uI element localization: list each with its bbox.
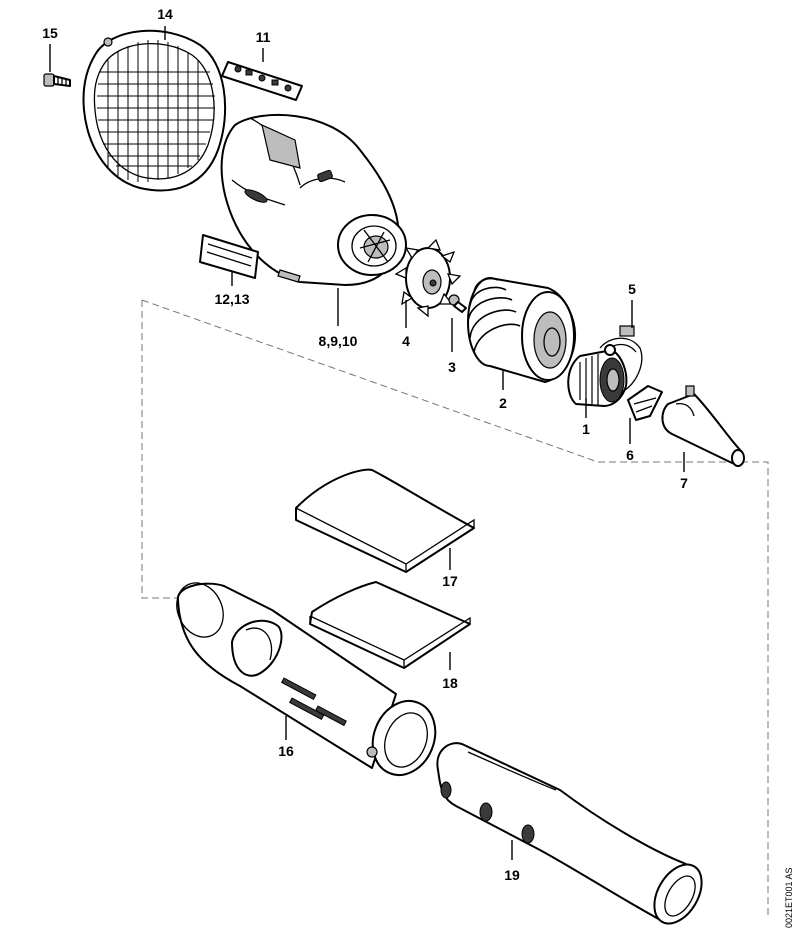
part-17-filter-pad <box>295 468 475 573</box>
callout-14: 14 <box>157 6 173 22</box>
callout-6: 6 <box>626 447 634 463</box>
part-19-nozzle <box>436 742 703 925</box>
callout-16: 16 <box>278 743 294 759</box>
part-18-filter-pad <box>309 581 471 669</box>
part-6-bracket <box>627 385 663 421</box>
callout-19: 19 <box>504 867 520 883</box>
part-5-wire-harness <box>599 325 643 393</box>
callout-4: 4 <box>402 333 410 349</box>
part-11-warning-label <box>221 61 303 101</box>
drawing-code: 0021ET001 AS <box>784 867 794 928</box>
part-16-blow-tube <box>176 582 437 776</box>
part-8-housing <box>220 113 407 286</box>
callout-11: 11 <box>256 29 271 45</box>
callout-7: 7 <box>680 475 688 491</box>
grille-mesh <box>97 40 215 182</box>
assembly-dashed-outline <box>141 299 769 918</box>
part-1-motor <box>567 349 628 407</box>
part-14-grille-cover <box>82 29 227 192</box>
callout-8: 8,9,10 <box>319 333 358 349</box>
callout-18: 18 <box>442 675 458 691</box>
callout-17: 17 <box>442 573 458 589</box>
callout-5: 5 <box>628 281 636 297</box>
callout-2: 2 <box>499 395 507 411</box>
callout-12: 12,13 <box>214 291 249 307</box>
part-4-impeller <box>394 238 462 318</box>
callout-1: 1 <box>582 421 590 437</box>
part-3-screw <box>448 294 467 313</box>
callout-3: 3 <box>448 359 456 375</box>
part-7-nozzle <box>661 385 745 467</box>
part-15-screw <box>43 73 71 87</box>
part-12-pad <box>199 234 259 279</box>
part-2-fan-housing <box>467 277 577 383</box>
callout-15: 15 <box>42 25 58 41</box>
